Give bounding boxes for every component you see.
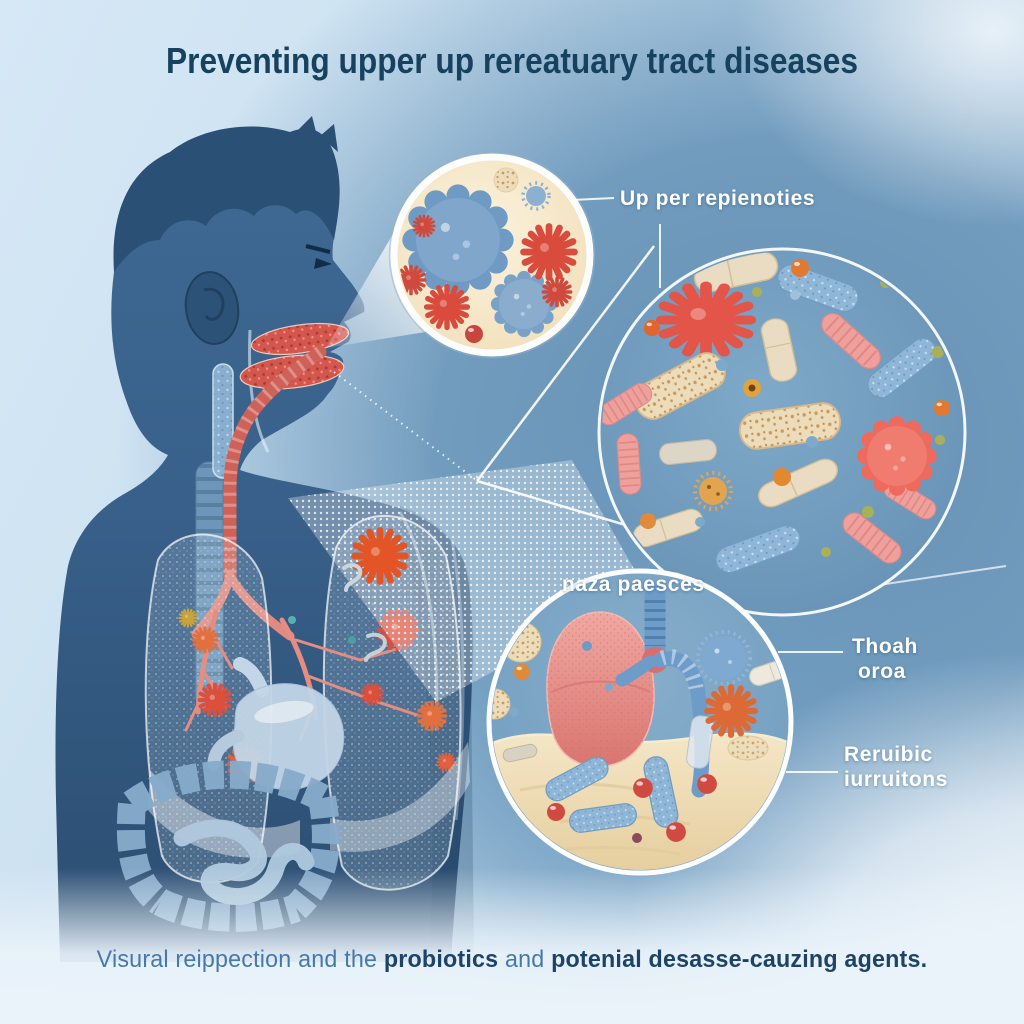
caption: Visural reippection and the probiotics a…: [15, 946, 1008, 974]
illustration-title: Preventing upper up rereatuary tract dis…: [166, 40, 858, 81]
esophagus: [212, 363, 234, 479]
label-leader-lines: [571, 197, 843, 773]
eye-icon: [314, 258, 332, 269]
caption-mid: and: [504, 946, 545, 973]
stomach: [207, 657, 345, 790]
lung-icon: [546, 611, 655, 768]
mesh-band: [288, 460, 646, 702]
inset-circle-viruses: [388, 151, 596, 359]
respiratory-digestive-organs: [116, 322, 470, 932]
inset-circle-lung-environment: [486, 568, 794, 876]
trachea-bronchi-icon: [615, 585, 714, 798]
ear-icon: [184, 271, 240, 345]
label-throat-line2: oroa: [858, 660, 906, 683]
label-throat-line1: Thoah: [852, 635, 918, 658]
caption-agents: agents.: [844, 946, 928, 973]
caption-probiotics: probiotics: [383, 946, 499, 973]
blue-fuzzy-virus-icon: [696, 630, 752, 686]
caption-disease-agents: potenial desasse-cauzing: [551, 946, 838, 973]
infection-virus-icons: [178, 608, 456, 782]
label-irritants-line2: iurruitons: [844, 768, 948, 791]
label-throat: Thoah oroa: [852, 634, 918, 684]
label-irritants: Reruibic iurruitons: [844, 742, 948, 792]
sand-floor: [492, 733, 788, 870]
virus-on-band-icon: [355, 531, 406, 582]
label-nasal-passages: naza paesces: [562, 573, 705, 596]
hair: [113, 126, 340, 273]
inset-circle-microbiome: [597, 247, 967, 617]
red-virus-icon: [662, 286, 750, 354]
label-upper-airways: Up per repienoties: [620, 187, 816, 210]
label-irritants-line1: Reruibic: [844, 743, 933, 766]
caption-lead: Visural reippection and the: [96, 946, 378, 973]
orange-virus-icon: [707, 687, 755, 735]
